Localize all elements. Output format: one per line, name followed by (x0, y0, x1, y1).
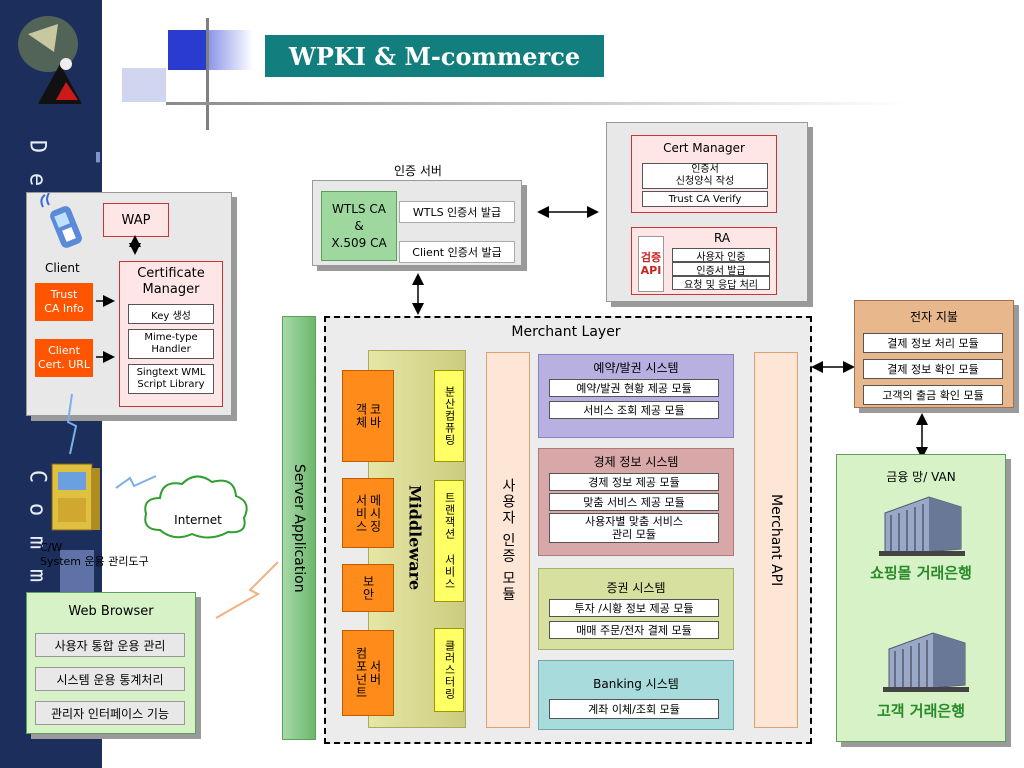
wtls-cert-issue-box: WTLS 인증서 발급 (399, 201, 515, 223)
ra-cert-issue-item: 인증서 발급 (672, 262, 770, 277)
client-label: Client (45, 261, 80, 275)
ra-request-item: 요청 및 응답 처리 (672, 276, 770, 291)
banking-system: Banking 시스템 계좌 이체/조회 모듈 (538, 660, 734, 730)
finance-network-panel: 금융 망/ VAN 쇼핑몰 거래은행 고객 거래은행 (836, 454, 1006, 742)
reservation-system: 예약/발권 시스템 예약/발권 현황 제공 모듈 서비스 조회 제공 모듈 (538, 354, 734, 438)
securities-system-title: 증권 시스템 (606, 580, 666, 595)
web-browser-title: Web Browser (68, 603, 154, 619)
internet-cloud-icon (140, 470, 252, 542)
client-cert-issue-box: Client 인증서 발급 (399, 241, 515, 263)
merchant-layer-title: Merchant Layer (511, 324, 621, 340)
distributed-computing-block: 분산컴퓨팅 (434, 370, 464, 462)
cert-manager-title: Cert Manager (663, 141, 745, 155)
securities-system: 증권 시스템 투자 /시황 정보 제공 모듈 매매 주문/전자 결제 모듈 (538, 568, 734, 650)
browser-item-user-mgmt: 사용자 통합 운용 관리 (35, 633, 185, 657)
browser-item-admin: 관리자 인터페이스 기능 (35, 701, 185, 725)
security-block: 보안 (342, 564, 394, 612)
economy-info-system: 경제 정보 시스템 경제 정보 제공 모듈 맞춤 서비스 제공 모듈 사용자별 … (538, 448, 734, 556)
client-cert-url-box: Client Cert. URL (35, 339, 93, 377)
cert-manager-box: Cert Manager 인증서 신청양식 작성 Trust CA Verify (631, 135, 777, 213)
network-lightning-icon (66, 393, 157, 489)
title-deco-hline (166, 102, 910, 105)
server-application-label: Server Application (291, 463, 307, 593)
ra-title: RA (713, 231, 731, 245)
auth-server-label: 인증 서버 (394, 164, 442, 178)
user-auth-module: 사용자 인증 모듈 (486, 352, 530, 728)
trading-payment-module: 매매 주문/전자 결제 모듈 (549, 621, 719, 639)
customer-bank-label: 고객 거래은행 (876, 701, 966, 720)
title-deco-square-blue (168, 30, 208, 70)
merchant-layer: Merchant Layer Middleware 코바 객체 메시징 서비스 … (324, 316, 812, 744)
internet-label: Internet (174, 513, 222, 527)
server-icon (44, 458, 104, 536)
corba-object-block: 코바 객체 (342, 370, 394, 462)
investment-info-module: 투자 /시황 정보 제공 모듈 (549, 599, 719, 617)
title-deco-vline (206, 18, 209, 130)
cert-manager-panel: Cert Manager 인증서 신청양식 작성 Trust CA Verify… (606, 122, 808, 302)
client-arrows (96, 235, 141, 363)
wtls-ca-box: WTLS CA & X.509 CA (321, 191, 397, 261)
certificate-manager-title: Certificate Manager (137, 266, 205, 297)
finance-network-title: 금융 망/ VAN (886, 469, 956, 484)
key-gen-item: Key 생성 (128, 304, 214, 324)
certificate-manager-box: Certificate Manager Key 생성 Mime-type Han… (119, 261, 223, 407)
mime-type-item: Mime-type Handler (128, 329, 214, 359)
economy-info-title: 경제 정보 시스템 (593, 454, 679, 469)
phone-icon (37, 192, 89, 253)
verify-api-box: 검증 API (638, 236, 664, 292)
bank-building-icon (883, 629, 969, 693)
withdrawal-verify-module: 고객의 출금 확인 모듈 (863, 385, 1003, 405)
web-browser-panel: Web Browser 사용자 통합 운용 관리 시스템 운용 통계처리 관리자… (26, 592, 196, 734)
trust-ca-info-box: Trust CA Info (35, 283, 93, 321)
client-panel: WAP Client Trust CA Info Client Cert. UR… (26, 192, 232, 416)
title-deco-square-gray (122, 68, 166, 102)
epayment-panel: 전자 지불 결제 정보 처리 모듈 결제 정보 확인 모듈 고객의 출금 확인 … (854, 300, 1014, 408)
trust-ca-verify-item: Trust CA Verify (642, 191, 768, 207)
user-custom-service-module: 사용자별 맞춤 서비스 관리 모듈 (549, 513, 719, 543)
banking-system-title: Banking 시스템 (593, 676, 679, 691)
cw-system-label: C/W System 운용 관리도구 (40, 541, 149, 568)
wml-script-item: Singtext WML Script Library (128, 364, 214, 394)
clustering-block: 클러스터링 (434, 628, 464, 712)
lightning-to-server-app (215, 561, 279, 619)
wap-box: WAP (103, 203, 169, 237)
reservation-system-title: 예약/발권 시스템 (593, 360, 679, 375)
server-component-block: 서버 컴포넌트 (342, 630, 394, 716)
bank-building-icon (879, 493, 965, 557)
auth-server-panel: WTLS CA & X.509 CA WTLS 인증서 발급 Client 인증… (312, 180, 522, 266)
account-transfer-module: 계좌 이체/조회 모듈 (549, 699, 719, 719)
server-application-bar: Server Application (282, 316, 316, 740)
page-title: WPKI & M-commerce (265, 35, 604, 77)
economy-info-module: 경제 정보 제공 모듈 (549, 473, 719, 491)
title-deco-square-light (208, 30, 253, 70)
ra-box: RA 검증 API 사용자 인증 인증서 발급 요청 및 응답 처리 (631, 227, 777, 295)
merchant-api-column: Merchant API (754, 352, 798, 728)
custom-service-module: 맞춤 서비스 제공 모듈 (549, 493, 719, 511)
reservation-status-module: 예약/발권 현황 제공 모듈 (549, 379, 719, 397)
shopping-mall-bank-label: 쇼핑몰 거래은행 (870, 563, 972, 582)
payment-processing-module: 결제 정보 처리 모듈 (863, 333, 1003, 353)
mascot-icon (8, 4, 96, 104)
epayment-title: 전자 지불 (910, 309, 958, 324)
browser-item-stats: 시스템 운용 통계처리 (35, 667, 185, 691)
middleware-label: Middleware (405, 485, 425, 591)
service-query-module: 서비스 조회 제공 모듈 (549, 401, 719, 419)
cert-form-item: 인증서 신청양식 작성 (642, 163, 768, 189)
ra-user-auth-item: 사용자 인증 (672, 248, 770, 263)
messaging-service-block: 메시징 서비스 (342, 478, 394, 548)
payment-verify-module: 결제 정보 확인 모듈 (863, 359, 1003, 379)
transaction-service-block: 트랜잭션 서비스 (434, 480, 464, 602)
